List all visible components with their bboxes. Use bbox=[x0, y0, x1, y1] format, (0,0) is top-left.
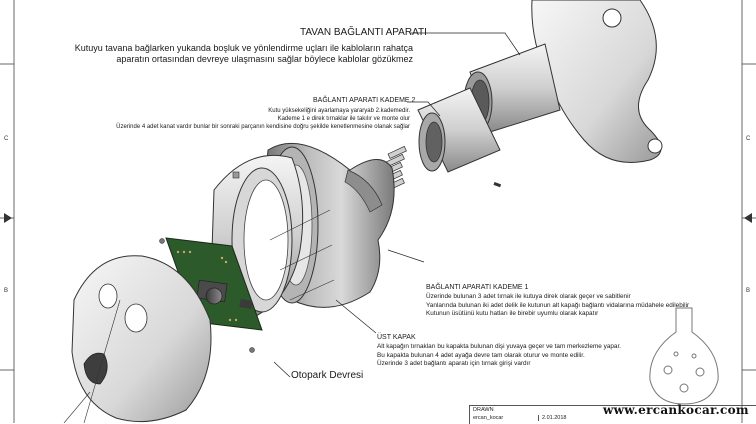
callout-stage-1-line-3: Kutunun üsütünü kutu hatları ile birebir… bbox=[426, 310, 599, 318]
callout-stage-1-title: BAĞLANTI APARATI KADEME 1 bbox=[426, 284, 529, 291]
zone-label-left-c: C bbox=[4, 136, 9, 142]
callout-ceiling-bracket-text: Kutuyu tavana bağlarken yukanda boşluk v… bbox=[75, 43, 413, 65]
callout-top-cover-line-1: Alt kapağın tırnakları bu kapakta buluna… bbox=[377, 343, 622, 350]
title-block-date: 2.01.2018 bbox=[538, 415, 566, 421]
centering-arrows bbox=[4, 213, 752, 223]
callout-stage-1-text: Üzerinde bulunan 3 adet tırnak ile kutuy… bbox=[426, 293, 689, 319]
connector-stage-2-part bbox=[383, 87, 502, 191]
callout-stage-2-line-2: Kademe 1 e direk tırnaklar ile takılır v… bbox=[277, 116, 410, 122]
assembly-axis-lines bbox=[63, 209, 335, 423]
callout-stage-2-line-1: Kutu yüksekeliğini ayarlamaya yararyab 2… bbox=[268, 108, 410, 114]
watermark-website: www.ercankocar.com bbox=[603, 403, 749, 417]
callout-ceiling-bracket-line-2: aparatın ortasından devreye ulaşmasını s… bbox=[116, 54, 413, 64]
callout-parking-circuit-label: Otopark Devresi bbox=[291, 370, 364, 381]
callout-top-cover-line-2: Bu kapakta bulunan 4 adet ayağa devre ta… bbox=[377, 351, 585, 359]
bottom-cap-disc bbox=[71, 255, 212, 423]
callout-top-cover-line-3: Üzerinde 3 adet bağlantı aparatı için tı… bbox=[377, 360, 531, 368]
callout-stage-2-text: Kutu yüksekeliğini ayarlamaya yararyab 2… bbox=[116, 107, 410, 131]
title-block: DRAWN ercan_kocar 2.01.2018 bbox=[469, 405, 756, 424]
callout-ceiling-bracket-line-1: Kutuyu tavana bağlarken yukanda boşluk v… bbox=[74, 43, 413, 53]
callout-top-cover-title: ÜST KAPAK bbox=[377, 334, 416, 341]
callout-top-cover-text: Alt kapağın tırnakları bu kapakta buluna… bbox=[377, 343, 621, 369]
callout-stage-1-line-1: Üzerinde bulunan 3 adet tırnak ile kutuy… bbox=[426, 293, 631, 300]
zone-label-right-c: C bbox=[746, 136, 751, 142]
logo-emblem bbox=[649, 307, 719, 405]
callout-ceiling-bracket-title: TAVAN BAĞLANTI APARATI bbox=[300, 27, 427, 38]
zone-label-left-b: B bbox=[4, 288, 9, 294]
title-block-drawn-label: DRAWN bbox=[473, 407, 494, 413]
callout-stage-2-title: BAĞLANTI APARATI KADEME 2 bbox=[313, 97, 416, 104]
callout-stage-1-line-2: Yanlarında bulunan iki adet delik ile ku… bbox=[426, 301, 690, 309]
zone-label-right-b: B bbox=[746, 288, 751, 294]
pcb-circuit-board bbox=[159, 237, 263, 353]
leader-lines bbox=[273, 32, 521, 378]
title-block-drawn-by: ercan_kocar bbox=[473, 415, 504, 421]
callout-stage-2-line-3: Üzerinde 4 adet kanat vardır bunlar bir … bbox=[116, 124, 410, 130]
